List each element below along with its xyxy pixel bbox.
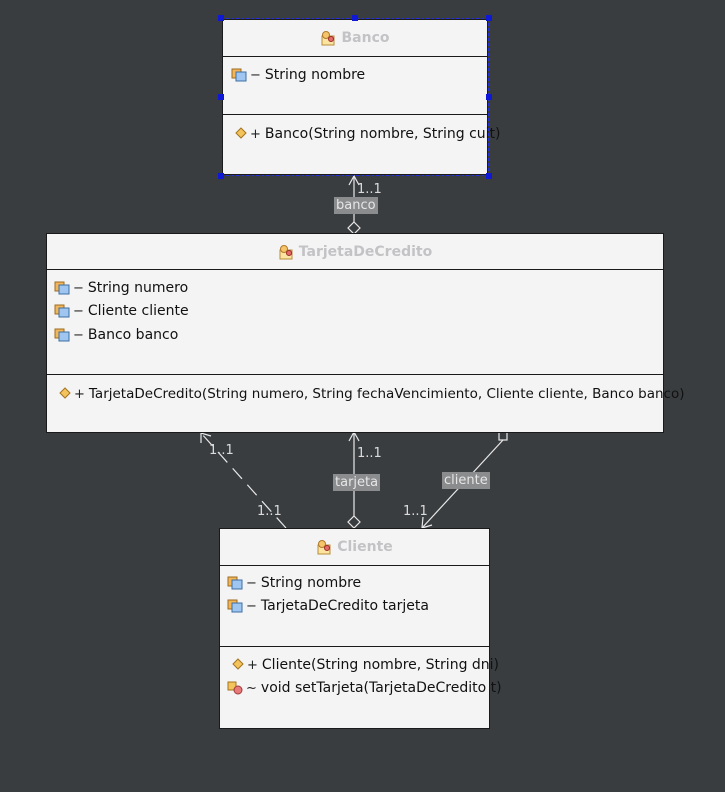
class-icon	[278, 244, 294, 260]
dependency-multiplicity-bottom: 1..1	[257, 504, 282, 519]
field-icon	[54, 328, 70, 342]
dependency-cliente-tarjeta[interactable]	[200, 432, 287, 529]
attribute-row[interactable]: − Banco banco	[54, 325, 178, 345]
operation-row[interactable]: ~ void setTarjeta(TarjetaDeCredito t)	[227, 678, 502, 698]
class-cliente[interactable]: Cliente − String nombre − TarjetaDeCredi…	[219, 528, 502, 729]
field-icon	[54, 304, 70, 318]
field-icon	[227, 599, 243, 613]
method-icon	[227, 681, 243, 695]
class-icon	[320, 30, 336, 46]
resize-handle[interactable]	[218, 94, 224, 100]
attribute-row[interactable]: − String nombre	[231, 65, 365, 85]
operation-row[interactable]: + Cliente(String nombre, String dni)	[232, 655, 499, 675]
resize-handle[interactable]	[218, 173, 224, 179]
class-header: TarjetaDeCredito	[47, 234, 663, 270]
separator	[223, 114, 487, 115]
attribute-row[interactable]: − TarjetaDeCredito tarjeta	[227, 596, 429, 616]
separator	[47, 374, 663, 375]
tarjeta-multiplicity: 1..1	[357, 446, 382, 461]
resize-handle[interactable]	[352, 15, 358, 21]
class-name: TarjetaDeCredito	[298, 243, 433, 260]
resize-handle[interactable]	[218, 15, 224, 21]
attribute-row[interactable]: − String numero	[54, 278, 188, 298]
resize-handle[interactable]	[486, 94, 492, 100]
constructor-icon	[235, 127, 247, 141]
resize-handle[interactable]	[486, 173, 492, 179]
class-header: Cliente	[220, 529, 489, 566]
constructor-icon	[232, 658, 244, 672]
field-icon	[227, 576, 243, 590]
class-banco[interactable]: Banco − String nombre + Banco(String nom…	[222, 19, 501, 175]
resize-handle[interactable]	[486, 15, 492, 21]
field-icon	[231, 68, 247, 82]
banco-multiplicity: 1..1	[357, 182, 382, 197]
dependency-multiplicity-top: 1..1	[209, 443, 234, 458]
separator	[220, 646, 489, 647]
cliente-role-label: cliente	[442, 472, 490, 489]
class-header: Banco	[223, 20, 487, 57]
class-name: Banco	[341, 30, 390, 46]
attribute-row[interactable]: − String nombre	[227, 573, 361, 593]
tarjeta-role-label: tarjeta	[333, 474, 381, 491]
class-name: Cliente	[337, 539, 393, 555]
field-icon	[54, 281, 70, 295]
operation-row[interactable]: + Banco(String nombre, String cuit)	[235, 124, 501, 144]
attribute-row[interactable]: − Cliente cliente	[54, 301, 189, 321]
class-icon	[316, 539, 332, 555]
cliente-multiplicity: 1..1	[403, 504, 428, 519]
constructor-icon	[59, 387, 71, 401]
operation-row[interactable]: + TarjetaDeCredito(String numero, String…	[59, 384, 685, 404]
class-tarjetadecredito[interactable]: TarjetaDeCredito − String numero − Clien…	[46, 233, 685, 433]
banco-role-label: banco	[334, 197, 378, 214]
